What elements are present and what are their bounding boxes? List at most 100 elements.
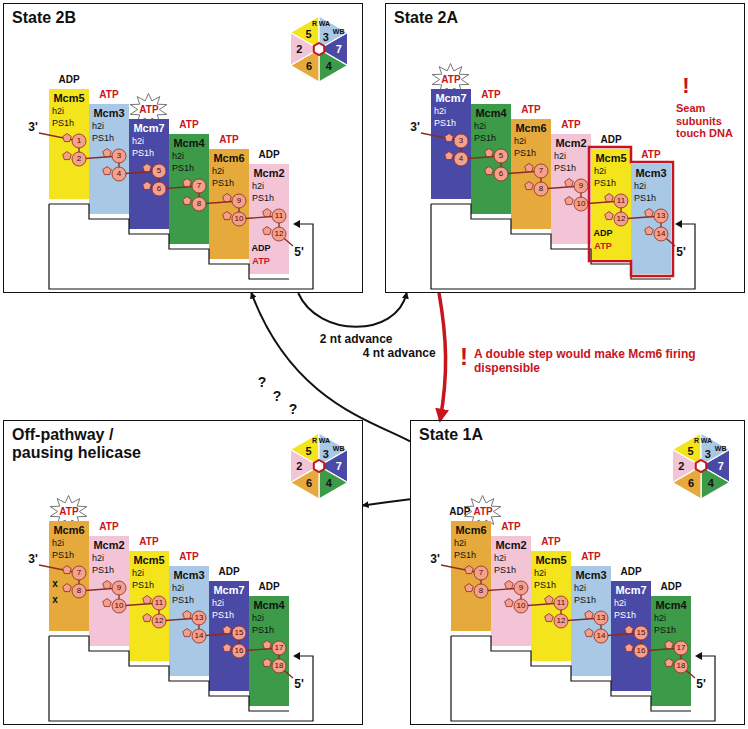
motif-label: PS1h bbox=[454, 551, 476, 561]
nucleotide-number: 6 bbox=[157, 185, 161, 193]
nucleotide bbox=[72, 584, 86, 598]
nucleotide bbox=[634, 626, 648, 640]
sugar bbox=[485, 149, 494, 157]
strand-end: 5' bbox=[676, 246, 686, 258]
motif-label: h2i bbox=[212, 599, 224, 609]
nucleotide-states: ATP bbox=[619, 149, 683, 161]
motif-label: h2i bbox=[172, 584, 184, 594]
subunit-name: Mcm7 bbox=[431, 92, 471, 104]
nucleotide-number: 10 bbox=[577, 200, 586, 208]
nucleotide bbox=[192, 611, 206, 625]
question-mark: ? bbox=[289, 402, 298, 416]
sugar bbox=[525, 182, 534, 190]
nucleotide-states: ATP bbox=[479, 521, 543, 533]
nucleotide bbox=[634, 644, 648, 658]
motif-label: h2i bbox=[594, 167, 606, 177]
nucleotide bbox=[574, 179, 588, 193]
staircase-line bbox=[431, 204, 671, 279]
subunit-number: 7 bbox=[336, 461, 342, 472]
motif-label: h2i bbox=[132, 137, 144, 147]
motif-label: PS1h bbox=[434, 119, 456, 129]
nucleotide-states: ADP bbox=[639, 581, 703, 593]
nucleotide-exchange: ADP bbox=[593, 229, 612, 238]
sugar bbox=[263, 659, 272, 667]
nucleotide-states: ATP bbox=[77, 521, 141, 533]
nucleotide bbox=[272, 227, 286, 241]
motif-label: h2i bbox=[92, 554, 104, 564]
subunit-number: 3 bbox=[323, 448, 329, 459]
staircase-line bbox=[49, 636, 289, 711]
arrowhead bbox=[293, 220, 300, 228]
motif-label: PS1h bbox=[554, 164, 576, 174]
motif-label: PS1h bbox=[494, 566, 516, 576]
state-panel: State 2AATPMcm7h2iPS1hATPMcm4h2iPS1hATPM… bbox=[385, 3, 745, 293]
nucleotide-state: ATP bbox=[139, 536, 158, 548]
subunit-number: 5 bbox=[688, 446, 694, 457]
sugar bbox=[143, 182, 152, 190]
subunit-number: 3 bbox=[705, 448, 711, 459]
state-panel: Off-pathway / pausing helicaseATPMcm6h2i… bbox=[3, 420, 363, 725]
sugar bbox=[223, 644, 232, 652]
subunit-name: Mcm3 bbox=[89, 107, 129, 119]
transition-label: 4 nt advance bbox=[363, 347, 436, 359]
nucleotide bbox=[554, 596, 568, 610]
motif-label: PS1h bbox=[474, 134, 496, 144]
motif-label: h2i bbox=[574, 584, 586, 594]
nucleotide-state: ADP bbox=[58, 74, 79, 86]
nucleotide-number: 11 bbox=[155, 599, 163, 607]
sugar bbox=[63, 566, 72, 574]
nucleotide-number: 16 bbox=[235, 647, 244, 655]
nucleotide-state: ATP bbox=[501, 521, 520, 533]
nucleotide-number: 12 bbox=[617, 215, 626, 223]
nucleotide-states: ADPATP bbox=[439, 506, 503, 518]
nucleotide-number: 2 bbox=[77, 155, 81, 163]
motif-label: h2i bbox=[132, 569, 144, 579]
subunit-number: 2 bbox=[296, 461, 302, 472]
sugar bbox=[605, 212, 614, 220]
nucleotide bbox=[674, 659, 688, 673]
nucleotide-number: 9 bbox=[237, 197, 241, 205]
nucleotide bbox=[614, 194, 628, 208]
sugar bbox=[223, 194, 232, 202]
nucleotide-number: 4 bbox=[459, 155, 463, 163]
nucleotide bbox=[494, 167, 508, 181]
sugar bbox=[565, 197, 574, 205]
sugar bbox=[143, 164, 152, 172]
nucleotide bbox=[152, 164, 166, 178]
state-title: Off-pathway / pausing helicase bbox=[12, 426, 162, 463]
nucleotide-number: 14 bbox=[195, 632, 204, 640]
motif-label: PS1h bbox=[514, 149, 536, 159]
nucleotide bbox=[152, 596, 166, 610]
sugar bbox=[525, 164, 534, 172]
subunit-name: Mcm4 bbox=[471, 107, 511, 119]
unbound-mark: x bbox=[52, 579, 58, 589]
nucleotide bbox=[454, 152, 468, 166]
sugar bbox=[183, 629, 192, 637]
motif-label: h2i bbox=[252, 614, 264, 624]
nucleotide-number: 9 bbox=[117, 584, 121, 592]
motif-label: PS1h bbox=[212, 611, 234, 621]
subunit-name: Mcm2 bbox=[551, 137, 591, 149]
sugar bbox=[63, 152, 72, 160]
nucleotide-state: ATP bbox=[561, 119, 580, 131]
motif-label: PS1h bbox=[92, 134, 114, 144]
nucleotide bbox=[514, 599, 528, 613]
reset-arrow bbox=[49, 636, 313, 721]
strand-end: 3' bbox=[410, 121, 420, 133]
nucleotide bbox=[152, 614, 166, 628]
nucleotide bbox=[674, 641, 688, 655]
nucleotide-state: ADP bbox=[218, 566, 239, 578]
nucleotide-state: ATP bbox=[139, 104, 158, 116]
nucleotide bbox=[474, 566, 488, 580]
transition-label: 2 nt advance bbox=[320, 333, 393, 345]
motif-label: h2i bbox=[654, 614, 666, 624]
nucleotide bbox=[112, 599, 126, 613]
motif-label: h2i bbox=[252, 182, 264, 192]
motif-label: h2i bbox=[454, 539, 466, 549]
nucleotide-state: ATP bbox=[541, 536, 560, 548]
nucleotide-states: ATP bbox=[419, 74, 483, 86]
nucleotide-state: ADP bbox=[660, 581, 681, 593]
nucleotide-state: ATP bbox=[179, 119, 198, 131]
site-label: WA bbox=[319, 20, 330, 27]
nucleotide-number: 11 bbox=[275, 212, 283, 220]
